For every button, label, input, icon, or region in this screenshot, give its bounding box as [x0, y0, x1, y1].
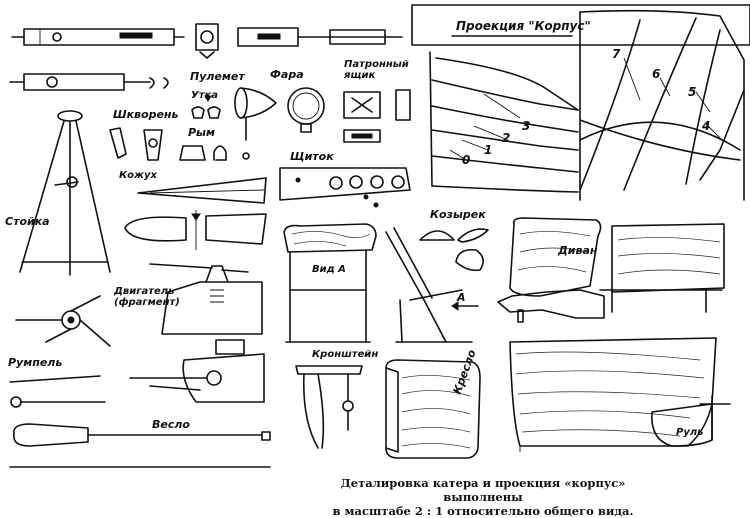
- tiller-label: Румпель: [8, 356, 62, 369]
- station-number-3: 3: [522, 119, 530, 133]
- visor-drawing: [419, 228, 489, 272]
- headlight-label: Фара: [270, 68, 304, 81]
- folding-chair-drawing: [385, 227, 473, 343]
- visor-label: Козырек: [430, 208, 486, 221]
- stand-drawing: [19, 110, 111, 276]
- cowl-drawing: [137, 177, 267, 204]
- headlight-drawing: [234, 87, 325, 160]
- station-number-6: 6: [652, 67, 660, 81]
- kingpin-drawing: [109, 127, 163, 161]
- seat-panel-drawing: [509, 337, 717, 452]
- tiller-drawing: [9, 375, 106, 408]
- rudder-label: Руль: [676, 427, 704, 438]
- cowl-section-drawing: [124, 210, 267, 250]
- drawing-caption: Деталировка катера и проекция «корпус» в…: [318, 476, 648, 518]
- bracket-drawing: [295, 365, 363, 449]
- armchair-label: Кресло: [451, 348, 479, 397]
- bracket-label: Кронштейн: [312, 349, 378, 360]
- sofa-label: Диван: [557, 244, 598, 257]
- oar-drawing: [9, 423, 271, 468]
- propeller-drawing: [15, 295, 111, 347]
- caption-line-2: в масштабе 2 : 1 относительно общего вид…: [332, 504, 634, 518]
- hull-projection-drawing: [411, 4, 750, 201]
- engine-drawing: [149, 263, 263, 335]
- station-number-4: 4: [701, 119, 710, 133]
- station-number-0: 0: [462, 153, 470, 167]
- station-number-7: 7: [612, 47, 621, 61]
- tiller-arm-drawing: [179, 145, 227, 161]
- instrument-panel-drawing: [279, 167, 411, 208]
- engine-label: Двигатель(фрагмент): [113, 286, 180, 308]
- ammo-box-drawing: [343, 89, 411, 143]
- panel-label: Щиток: [290, 150, 334, 163]
- station-number-2: 2: [502, 131, 510, 145]
- machine-gun-drawing: [9, 23, 403, 102]
- cleat-label: Утка: [191, 90, 218, 101]
- rudder-drawing: [651, 395, 731, 447]
- outboard-motor-drawing: [129, 339, 265, 403]
- machine-gun-label: Пулемет: [190, 70, 245, 83]
- arrow-a-label: А: [456, 291, 466, 304]
- oar-label: Весло: [152, 418, 190, 431]
- station-number-5: 5: [688, 85, 696, 99]
- kingpin-label: Шкворень: [113, 108, 179, 121]
- stand-label: Стойка: [5, 215, 50, 228]
- cleat-drawing: [191, 106, 221, 119]
- projection-title: Проекция "Корпус": [456, 19, 591, 33]
- cowl-label: Кожух: [119, 170, 158, 181]
- caption-line-1: Деталировка катера и проекция «корпус» в…: [340, 476, 626, 504]
- armchair-drawing: [385, 359, 481, 459]
- station-number-1: 1: [484, 143, 492, 157]
- arrow-a-icon: [451, 301, 479, 311]
- sofa-drawing: [497, 217, 725, 323]
- view-a-drawing: [283, 223, 377, 343]
- view-a-label: Вид А: [312, 264, 346, 275]
- tiller-arm-label: Рым: [188, 126, 215, 139]
